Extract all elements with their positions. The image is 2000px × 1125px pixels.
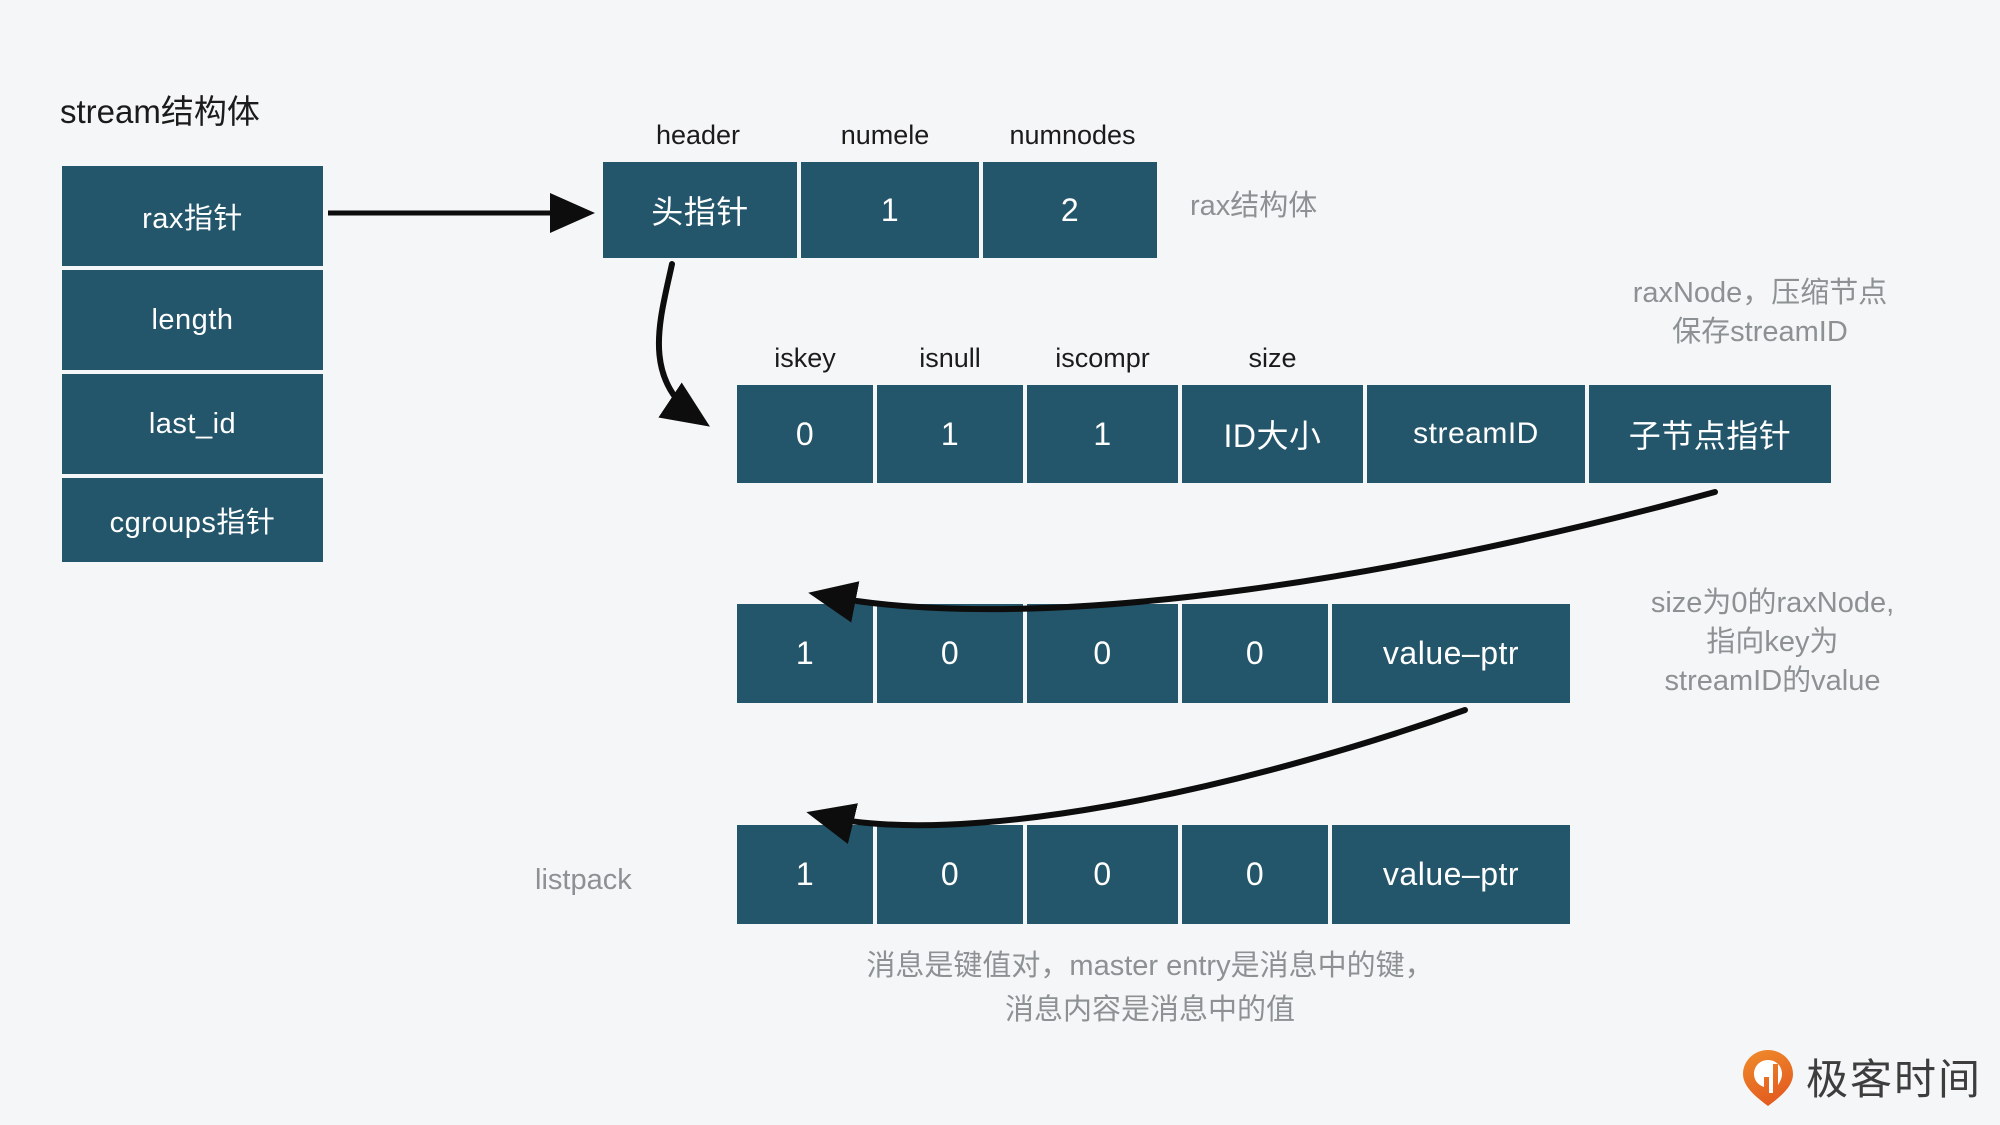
rax-header-label-numnodes: numnodes [1009,120,1136,150]
listpack-cell-1: 1 [735,823,875,926]
raxnode-header-label-isnull: isnull [919,343,981,373]
leaf-cell-value-ptr: value–ptr [1330,602,1572,705]
bottom-caption: 消息是键值对，master entry是消息中的键， 消息内容是消息中的值 [866,950,1434,1026]
leaf-cell-iskey: 1 [735,602,875,705]
arrow-childptr-to-leaf-raxnode [808,489,1718,623]
raxnode-cell-child-pointer: 子节点指针 [1587,383,1833,485]
watermark: 极客时间 [1742,1046,1982,1107]
raxnode-cell-isnull: 1 [875,383,1025,485]
leaf-cell-size: 0 [1180,602,1330,705]
rax-header-label-numele: numele [840,120,930,150]
raxnode-cell-iskey: 0 [735,383,875,485]
raxnode-cell-iscompr: 1 [1025,383,1180,485]
rax-header-label-header: header [655,120,741,150]
label-listpack: listpack [535,864,632,896]
page-title: stream结构体 [60,93,260,130]
raxnode-header-label-iskey: iskey [774,343,836,373]
stream-struct-table: rax指针 length last_id cgroups指针 [60,164,325,564]
note-leaf-raxnode: size为0的raxNode, 指向key为 streamID的value [1650,587,1895,698]
arrow-header-to-raxnode [656,261,710,427]
raxnode-cell-size: ID大小 [1180,383,1365,485]
raxnode-cell-streamid: streamID [1365,383,1587,485]
raxnode-header-label-size: size [1248,343,1297,373]
stream-field-length: length [60,268,325,372]
listpack-cell-4: 0 [1180,823,1330,926]
geektime-logo-icon [1742,1049,1794,1106]
rax-cell-numnodes: 2 [981,160,1159,260]
listpack-cell-3: 0 [1025,823,1180,926]
listpack-cell-2: 0 [875,823,1025,926]
raxnode-header-label-iscompr: iscompr [1055,343,1150,373]
arrow-valueptr-to-listpack [806,707,1468,844]
stream-field-cgroups-pointer: cgroups指针 [60,476,325,564]
leaf-cell-isnull: 0 [875,602,1025,705]
stream-field-last-id: last_id [60,372,325,476]
leaf-cell-iscompr: 0 [1025,602,1180,705]
note-raxnode-compressed: raxNode，压缩节点 保存streamID [1632,277,1888,349]
listpack-cell-value-ptr: value–ptr [1330,823,1572,926]
stream-field-rax-pointer: rax指针 [60,164,325,268]
watermark-text: 极客时间 [1806,1056,1983,1103]
rax-cell-numele: 1 [799,160,981,260]
rax-cell-header: 头指针 [601,160,799,260]
note-rax-struct: rax结构体 [1190,190,1318,222]
